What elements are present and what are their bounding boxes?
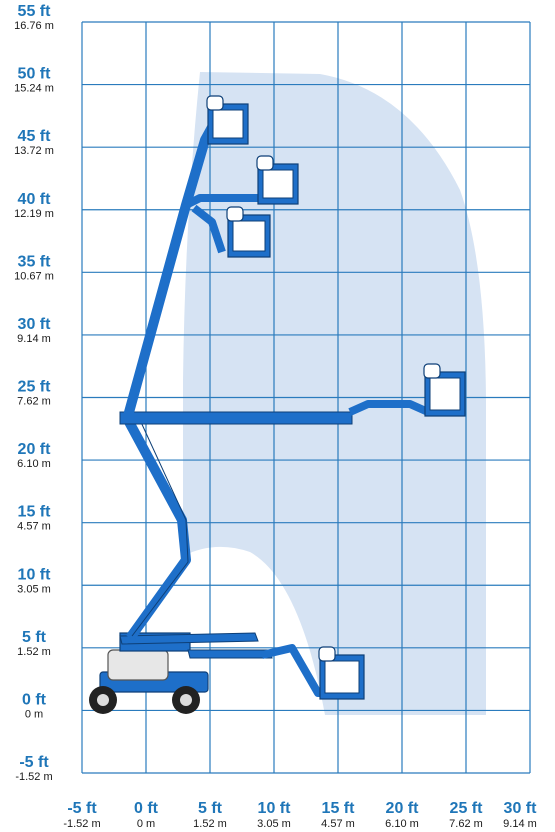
- y-tick-label-ft: 30 ft: [18, 316, 52, 333]
- x-tick-label-ft: 20 ft: [386, 800, 420, 817]
- engine-cover: [107, 649, 169, 681]
- y-tick-label-ft: 40 ft: [18, 191, 52, 208]
- y-tick-label-ft: 0 ft: [22, 691, 47, 708]
- y-tick-label-ft: 5 ft: [22, 629, 47, 646]
- x-tick-label-m: 7.62 m: [449, 818, 483, 830]
- platform-upper-low: [226, 206, 271, 258]
- x-tick-label-m: 6.10 m: [385, 818, 419, 830]
- boom-horizontal: [119, 411, 353, 425]
- x-tick-label-ft: 25 ft: [450, 800, 484, 817]
- x-tick-label-ft: 0 ft: [134, 800, 159, 817]
- y-tick-label-m: 4.57 m: [17, 521, 51, 533]
- x-tick-label-m: 4.57 m: [321, 818, 355, 830]
- jib-hang: [191, 204, 226, 254]
- y-tick-label-ft: 50 ft: [18, 66, 52, 83]
- x-tick-label-m: 1.52 m: [193, 818, 227, 830]
- y-tick-label-m: 13.72 m: [14, 145, 54, 157]
- x-tick-label-m: -1.52 m: [63, 818, 100, 830]
- x-tick-label-ft: 15 ft: [322, 800, 356, 817]
- jib-mid: [184, 194, 260, 209]
- y-tick-label-m: 16.76 m: [14, 20, 54, 32]
- x-tick-label-m: 0 m: [137, 818, 155, 830]
- y-tick-label-m: 15.24 m: [14, 83, 54, 95]
- y-tick-label-ft: 35 ft: [18, 253, 52, 270]
- lower-boom: [123, 417, 191, 641]
- x-axis-labels: -5 ft-1.52 m 0 ft0 m 5 ft1.52 m 10 ft3.05 m…: [63, 800, 537, 830]
- y-tick-label-ft: 55 ft: [18, 3, 52, 20]
- y-tick-label-m: 9.14 m: [17, 333, 51, 345]
- y-tick-label-ft: 25 ft: [18, 379, 52, 396]
- x-tick-label-m: 9.14 m: [503, 818, 537, 830]
- grid: [81, 21, 531, 774]
- y-tick-label-ft: 15 ft: [18, 504, 52, 521]
- boom-stowed: [119, 632, 259, 645]
- y-tick-label-m: 7.62 m: [17, 396, 51, 408]
- platform-top: [206, 95, 249, 145]
- y-tick-label-m: 6.10 m: [17, 458, 51, 470]
- y-tick-label-m: 3.05 m: [17, 583, 51, 595]
- y-tick-label-m: -1.52 m: [15, 771, 52, 783]
- x-tick-label-ft: 30 ft: [504, 800, 538, 817]
- y-tick-label-ft: 10 ft: [18, 566, 52, 583]
- y-tick-label-m: 10.67 m: [14, 270, 54, 282]
- platform-low: [318, 646, 365, 700]
- x-tick-label-ft: 5 ft: [198, 800, 223, 817]
- platform-upper-right: [256, 155, 299, 205]
- lift-machine: [89, 95, 466, 714]
- x-tick-label-ft: -5 ft: [67, 800, 97, 817]
- y-tick-label-m: 12.19 m: [14, 208, 54, 220]
- y-tick-label-m: 0 m: [25, 708, 43, 720]
- y-tick-label-m: 1.52 m: [17, 646, 51, 658]
- y-tick-label-ft: 45 ft: [18, 128, 52, 145]
- platform-horizontal: [423, 363, 466, 417]
- jib-horizontal: [348, 400, 430, 416]
- x-tick-label-ft: 10 ft: [258, 800, 292, 817]
- x-tick-label-m: 3.05 m: [257, 818, 291, 830]
- y-tick-label-ft: 20 ft: [18, 441, 52, 458]
- y-tick-label-ft: -5 ft: [19, 754, 49, 771]
